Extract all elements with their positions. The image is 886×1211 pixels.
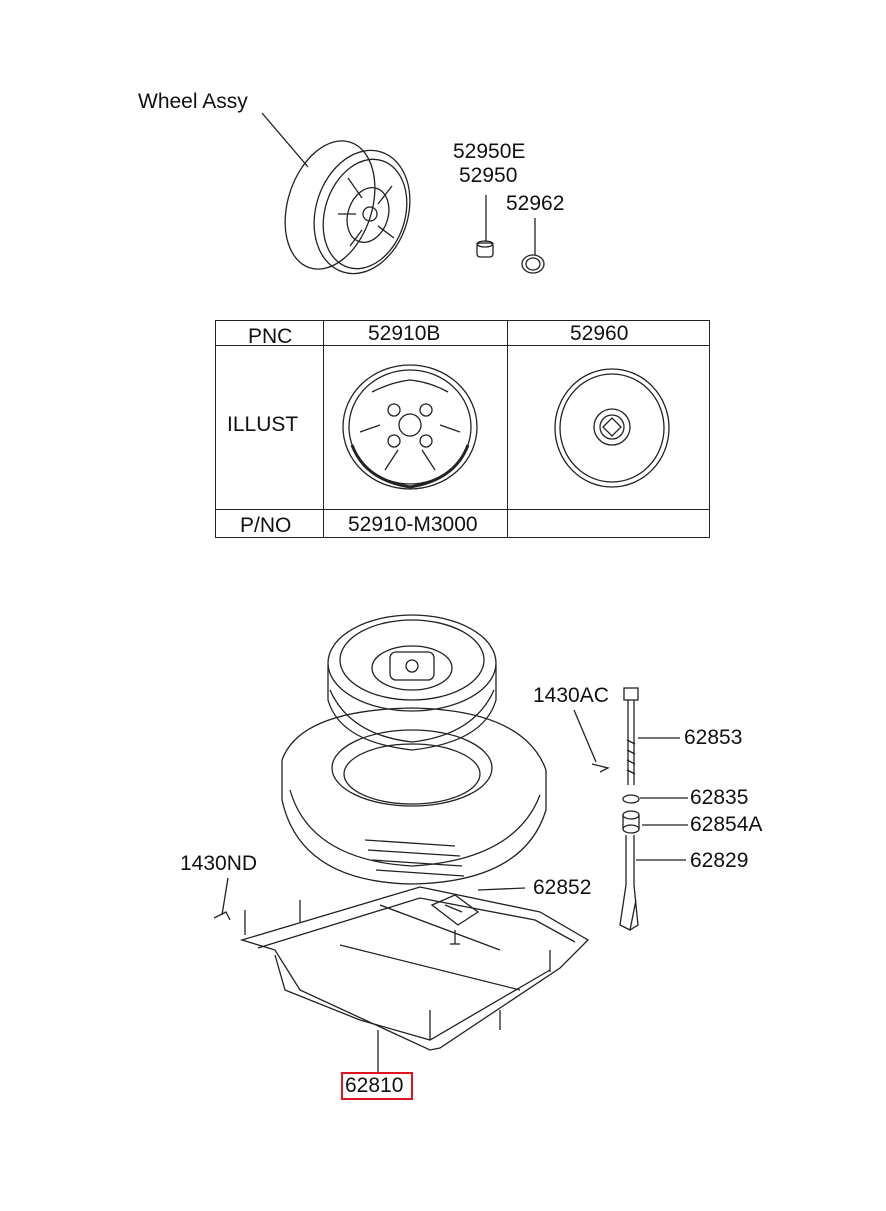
ring-52962-drawing: [521, 218, 545, 274]
label-62810[interactable]: 62810: [345, 1074, 404, 1097]
label-62852: 62852: [533, 876, 592, 899]
highlight-box-62810[interactable]: [341, 1072, 413, 1100]
label-62854A: 62854A: [690, 813, 763, 836]
table-header-52960: 52960: [570, 322, 629, 345]
table-header-52910B: 52910B: [368, 322, 441, 345]
label-62835: 62835: [690, 786, 749, 809]
rod-62829-drawing: [619, 835, 686, 931]
wheel-assy-drawing: [261, 112, 411, 275]
table-row-illust: ILLUST: [227, 413, 299, 436]
parts-table: PNC 52910B 52960 ILLUST P/NO 52910-M3000: [215, 320, 710, 538]
bracket-62852-drawing: [430, 887, 526, 945]
label-1430ND: 1430ND: [180, 852, 258, 875]
hubcap-52960-illustration: [554, 368, 670, 488]
table-header-pnc: PNC: [248, 325, 293, 348]
table-row-divider-1: [216, 345, 709, 346]
wheel-52910B-illustration: [342, 364, 478, 490]
label-52950: 52950: [459, 164, 518, 187]
label-52962: 52962: [506, 192, 565, 215]
label-52950E: 52950E: [453, 140, 526, 163]
label-wheel-assy: Wheel Assy: [138, 90, 248, 113]
table-divider-2: [507, 321, 508, 537]
label-62853: 62853: [684, 726, 743, 749]
carrier-frame-drawing: [239, 886, 590, 1051]
clip-1430ND-drawing: [213, 877, 231, 921]
nut-52950-drawing: [476, 195, 494, 258]
washer-62835-drawing: [622, 794, 688, 804]
table-divider-1: [323, 321, 324, 537]
clip-1430AC-drawing: [573, 709, 610, 773]
bolt-62853-drawing: [623, 687, 680, 785]
spare-tire-drawing: [281, 707, 547, 885]
spacer-62854A-drawing: [622, 810, 688, 834]
label-62829: 62829: [690, 849, 749, 872]
table-pno-52910-M3000: 52910-M3000: [348, 513, 478, 536]
spare-wheel-drawing: [327, 614, 497, 751]
table-row-pno: P/NO: [240, 514, 292, 537]
label-1430AC: 1430AC: [533, 684, 609, 707]
table-row-divider-2: [216, 509, 709, 510]
